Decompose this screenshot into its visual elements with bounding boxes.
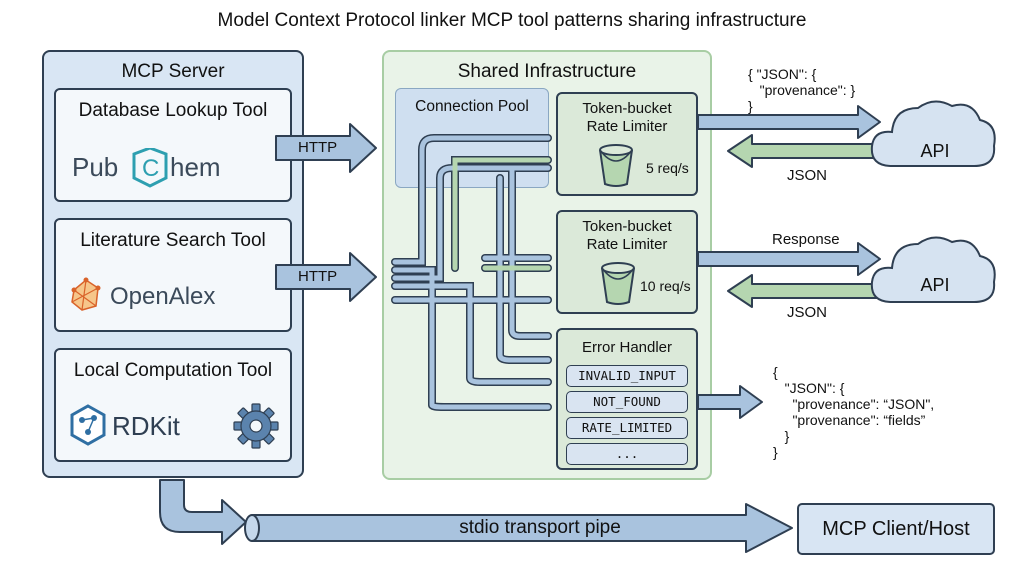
- rate-limiter-2-title-line2: Rate Limiter: [586, 236, 668, 253]
- stdio-pipe: [251, 503, 793, 553]
- svg-text:OpenAlex: OpenAlex: [110, 283, 215, 310]
- response-arrow-2: [697, 242, 881, 276]
- rate-limiter-1-title-line2: Rate Limiter: [586, 118, 668, 135]
- error-code-invalid-input: INVALID_INPUT: [566, 365, 688, 387]
- svg-text:hem: hem: [170, 152, 221, 182]
- local-computation-tool-label: Local Computation Tool: [73, 360, 273, 381]
- json-return-arrow-1: [727, 134, 887, 168]
- database-lookup-tool-label: Database Lookup Tool: [78, 100, 268, 121]
- connection-pool-label: Connection Pool: [415, 98, 529, 115]
- error-output-arrow: [697, 385, 763, 419]
- bucket-icon: [598, 260, 638, 311]
- response-label: Response: [772, 231, 840, 248]
- openalex-logo-icon: OpenAlex: [71, 277, 215, 311]
- json-return-arrow-2: [727, 274, 887, 308]
- error-handler-title: Error Handler: [581, 339, 673, 356]
- pubchem-logo: Pub C hem: [72, 146, 242, 193]
- pubchem-logo-icon: Pub C hem: [72, 146, 221, 188]
- mcp-server-title: MCP Server: [121, 61, 225, 82]
- rate-limiter-2-title-line1: Token-bucket: [582, 218, 672, 235]
- svg-text:C: C: [142, 155, 159, 182]
- openalex-logo: OpenAlex: [70, 276, 240, 321]
- rate-limiter-2: Token-bucket Rate Limiter 10 req/s: [556, 210, 698, 314]
- svg-text:RDKit: RDKit: [112, 411, 181, 441]
- rate-limiter-1-title-line1: Token-bucket: [582, 100, 672, 117]
- rdkit-logo: RDKit: [70, 404, 190, 453]
- api-label-1: API: [920, 141, 950, 161]
- json-snippet-bottom: { "JSON": { "provenance": “JSON", "prove…: [773, 364, 935, 460]
- request-arrow-1: [697, 105, 881, 139]
- rdkit-logo-icon: RDKit: [70, 404, 181, 446]
- local-computation-tool[interactable]: Local Computation Tool RDKit: [54, 348, 292, 462]
- http-label-2: HTTP: [298, 268, 338, 285]
- error-code-more: ...: [566, 443, 688, 465]
- json-label-1: JSON: [787, 167, 828, 184]
- http-arrow-2: [275, 252, 377, 302]
- mcp-client-host[interactable]: MCP Client/Host: [797, 503, 995, 555]
- api-label-2: API: [920, 275, 950, 295]
- http-label-1: HTTP: [298, 139, 338, 156]
- literature-search-tool-label: Literature Search Tool: [80, 230, 266, 251]
- error-code-rate-limited: RATE_LIMITED: [566, 417, 688, 439]
- api-cloud-icon: [870, 100, 996, 167]
- stdio-pipe-label: stdio transport pipe: [459, 517, 621, 538]
- shared-infrastructure-title: Shared Infrastructure: [457, 61, 637, 82]
- rate-limiter-1: Token-bucket Rate Limiter 5 req/s: [556, 92, 698, 196]
- svg-text:Pub: Pub: [72, 152, 118, 182]
- literature-search-tool[interactable]: Literature Search Tool OpenAlex: [54, 218, 292, 332]
- rate-limiter-2-rate: 10 req/s: [640, 278, 691, 294]
- http-arrow-1: [275, 123, 377, 173]
- diagram-title: Model Context Protocol linker MCP tool p…: [217, 10, 807, 31]
- rate-limiter-1-rate: 5 req/s: [646, 160, 689, 176]
- bucket-icon: [596, 142, 636, 193]
- json-label-2: JSON: [787, 304, 828, 321]
- gear-icon: [232, 402, 280, 455]
- server-output-arrow: [159, 479, 247, 545]
- error-code-not-found: NOT_FOUND: [566, 391, 688, 413]
- api-cloud-icon: [870, 236, 996, 303]
- json-snippet-top: { "JSON": { "provenance": } }: [748, 66, 856, 114]
